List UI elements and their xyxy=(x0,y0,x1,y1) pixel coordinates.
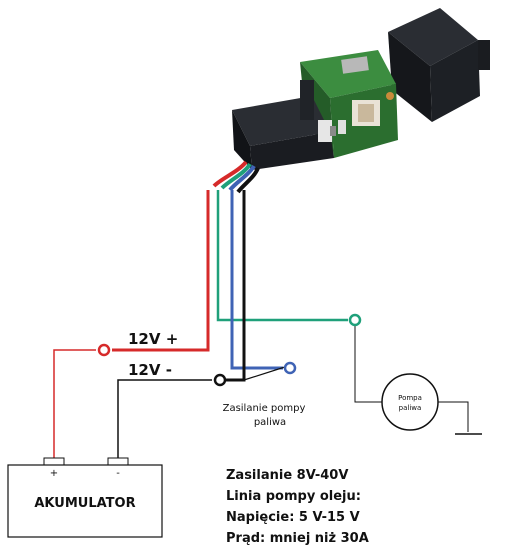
battery-body xyxy=(7,464,163,538)
pump-ground-wire xyxy=(438,401,469,432)
spec-line-1: Zasilanie 8V-40V xyxy=(226,468,348,483)
pcb-module xyxy=(300,50,398,158)
pump-circle xyxy=(381,373,439,431)
spec-line-4: Prąd: mniej niż 30A xyxy=(226,531,369,546)
battery-terminal-plus xyxy=(43,457,65,466)
wire-blue xyxy=(230,190,283,370)
battery-plus-sign: + xyxy=(50,468,58,479)
terminal-black xyxy=(213,373,227,387)
wire-green xyxy=(216,190,382,403)
label-12v-minus: 12V - xyxy=(128,361,172,379)
pump-label-line2: paliwa xyxy=(399,404,422,412)
battery-label: AKUMULATOR xyxy=(34,496,135,511)
battery-minus-sign: - xyxy=(116,468,120,479)
connector-housing xyxy=(232,80,336,170)
label-12v-plus: 12V + xyxy=(128,330,178,348)
wire-pigtail xyxy=(212,160,260,194)
spec-line-2: Linia pompy oleju: xyxy=(226,489,361,504)
relay-cube xyxy=(388,8,490,122)
battery: + - AKUMULATOR xyxy=(7,457,163,538)
label-pump-supply-line1: Zasilanie pompy xyxy=(223,403,306,414)
terminal-red xyxy=(97,343,111,357)
terminal-blue xyxy=(283,361,297,375)
wire-black xyxy=(117,190,289,460)
fuel-pump: Pompa paliwa xyxy=(381,373,482,435)
terminal-green xyxy=(348,313,362,327)
pump-label-line1: Pompa xyxy=(398,394,422,402)
battery-terminal-minus xyxy=(107,457,129,466)
spec-line-3: Napięcie: 5 V-15 V xyxy=(226,510,360,525)
relay-device xyxy=(212,8,490,194)
wire-red xyxy=(53,190,210,460)
spec-list: Zasilanie 8V-40V Linia pompy oleju: Napi… xyxy=(226,468,369,546)
label-pump-supply-line2: paliwa xyxy=(254,417,286,428)
